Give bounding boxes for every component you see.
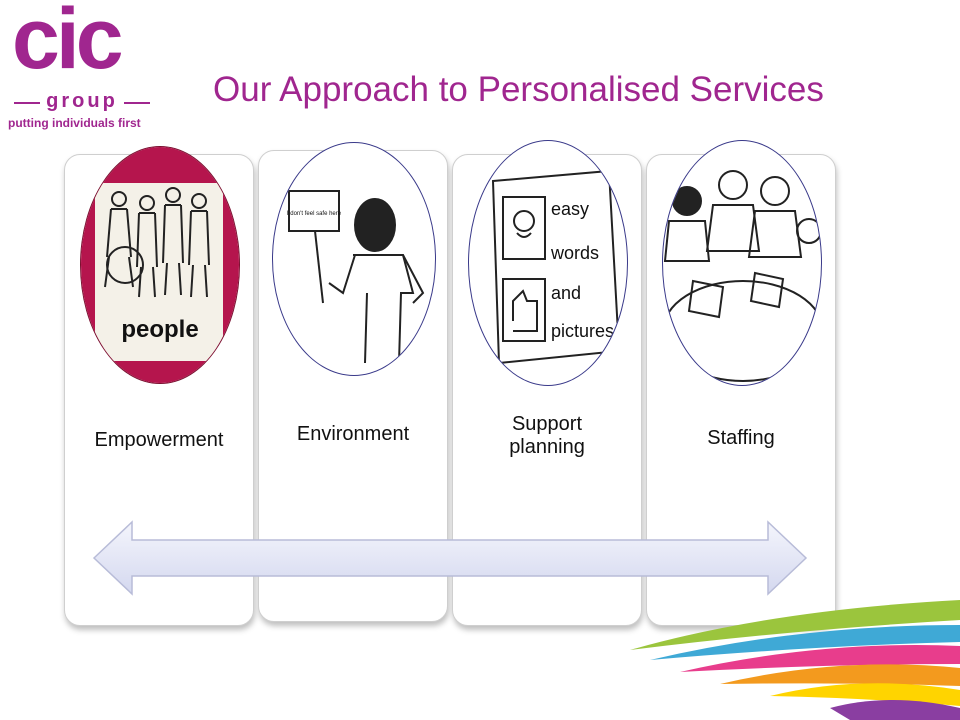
rainbow-swoosh-decoration — [630, 600, 960, 720]
unsafe-person-illustration: I don't feel safe here — [287, 190, 425, 364]
people-illustration: people — [81, 147, 239, 383]
picture-word-pictures: pictures — [551, 321, 614, 341]
double-headed-arrow — [92, 520, 808, 596]
support-planning-image: easy words and pictures — [468, 140, 628, 386]
slide-title: Our Approach to Personalised Services — [213, 70, 824, 109]
card-label: Empowerment — [94, 429, 224, 451]
sign-text: I don't feel safe here — [287, 211, 342, 217]
card-label: Staffing — [707, 427, 775, 449]
people-caption: people — [121, 316, 198, 343]
card-label: Support planning — [509, 413, 585, 458]
card-label: Environment — [296, 423, 410, 445]
staffing-image — [662, 140, 822, 386]
logo-tagline: putting individuals first — [8, 116, 141, 130]
logo-wordmark: cic — [12, 0, 124, 87]
meeting-illustration — [663, 170, 821, 382]
logo-group-text: group — [14, 90, 150, 113]
picture-word-words: words — [550, 243, 599, 263]
cic-group-logo: cic group putting individuals first — [8, 0, 158, 130]
environment-image: I don't feel safe here — [272, 142, 436, 376]
picture-word-and: and — [551, 283, 581, 303]
picture-word-easy: easy — [551, 199, 589, 219]
easy-words-illustration: easy words and pictures — [491, 169, 621, 365]
empowerment-image: people — [80, 146, 240, 384]
